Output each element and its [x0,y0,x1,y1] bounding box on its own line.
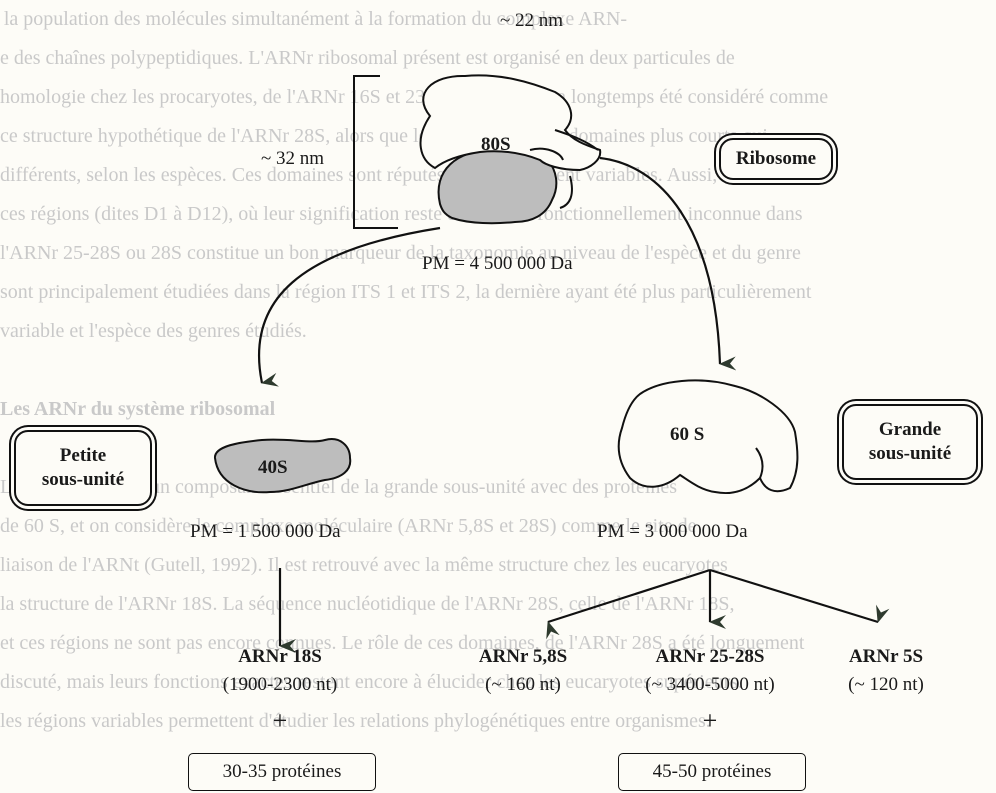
large-subunit-pm: PM = 3 000 000 Da [597,521,748,542]
small-subunit-40s-shape [214,438,352,494]
large-subunit-60s-shape [617,379,799,494]
proteins-large-label: 45-50 protéines [652,761,772,782]
bg-heading: Les ARNr du système ribosomal [0,398,276,420]
ribosome-box-label: Ribosome [735,148,817,169]
rna-18s-size: (1900-2300 nt) [222,674,338,695]
arrow-to-60s [599,156,737,371]
ribosome-80s-label: 80S [481,134,511,155]
bg-line: de la population des molécules simultané… [0,8,628,30]
small-subunit-40s-label: 40S [258,457,288,478]
bg-line: homologie chez les procaryotes, de l'ARN… [0,86,829,108]
rna-5s-name: ARNr 5S [848,646,924,667]
large-subunit-60s-label: 60 S [670,424,705,445]
plus-sign-small: + [272,706,288,735]
arrow-to-5-8s [546,568,711,640]
bg-line: la structure de l'ARNr 18S. La séquence … [0,593,735,615]
width-label: ~ 22 nm [500,10,564,31]
large-subunit-box: Grande sous-unité [842,404,978,480]
arrow-to-5s [709,568,890,624]
bg-line: discuté, mais leurs fonctions exactes re… [0,671,744,693]
height-label: ~ 32 nm [261,148,325,169]
plus-sign-large: + [702,706,718,735]
small-subunit-pm: PM = 1 500 000 Da [190,521,341,542]
rna-5s-size: (~ 120 nt) [848,674,924,695]
bg-line: différents, selon les espèces. Ces domai… [0,164,813,186]
proteins-small-label: 30-35 protéines [222,761,342,782]
ribosome-pm: PM = 4 500 000 Da [422,253,573,274]
rna-25-28s-size: (~ 3400-5000 nt) [645,674,775,695]
ribosome-box: Ribosome [719,138,833,180]
bg-line: ces régions (dites D1 à D12), où leur si… [0,203,803,225]
rna-5-8s-name: ARNr 5,8S [478,646,568,667]
bg-line: e des chaînes polypeptidiques. L'ARNr ri… [0,47,735,69]
rna-18s-name: ARNr 18S [238,646,322,667]
bg-line: Les ARNr 28 sont un composant essentiel … [0,476,678,498]
ribosome-80s-shape [419,74,602,225]
bg-line: et ces régions ne sont pas encore connue… [0,632,805,654]
small-subunit-box: Petite sous-unité [14,430,152,506]
bg-line: de 60 S, et on considère le complexe mol… [0,515,697,537]
dimension-bracket [353,75,398,229]
bg-line: les régions variables permettent d'étudi… [0,710,711,732]
rna-25-28s-name: ARNr 25-28S [655,646,765,667]
small-subunit-box-line1: Petite [59,445,107,466]
proteins-small-box: 30-35 protéines [188,753,376,791]
proteins-large-box: 45-50 protéines [618,753,806,791]
bg-line: variable et l'espèce des genres étudiés. [0,320,307,342]
small-subunit-box-line2: sous-unité [41,469,125,490]
large-subunit-box-line2: sous-unité [868,443,952,464]
rna-5-8s-size: (~ 160 nt) [485,674,561,695]
bg-line: liaison de l'ARNt (Gutell, 1992). Il est… [0,554,728,576]
bg-line: l'ARNr 25-28S ou 28S constitue un bon ma… [0,242,801,264]
bg-line: sont principalement étudiées dans la rég… [0,281,812,303]
arrow-to-40s [257,226,441,387]
large-subunit-box-line1: Grande [878,419,942,440]
